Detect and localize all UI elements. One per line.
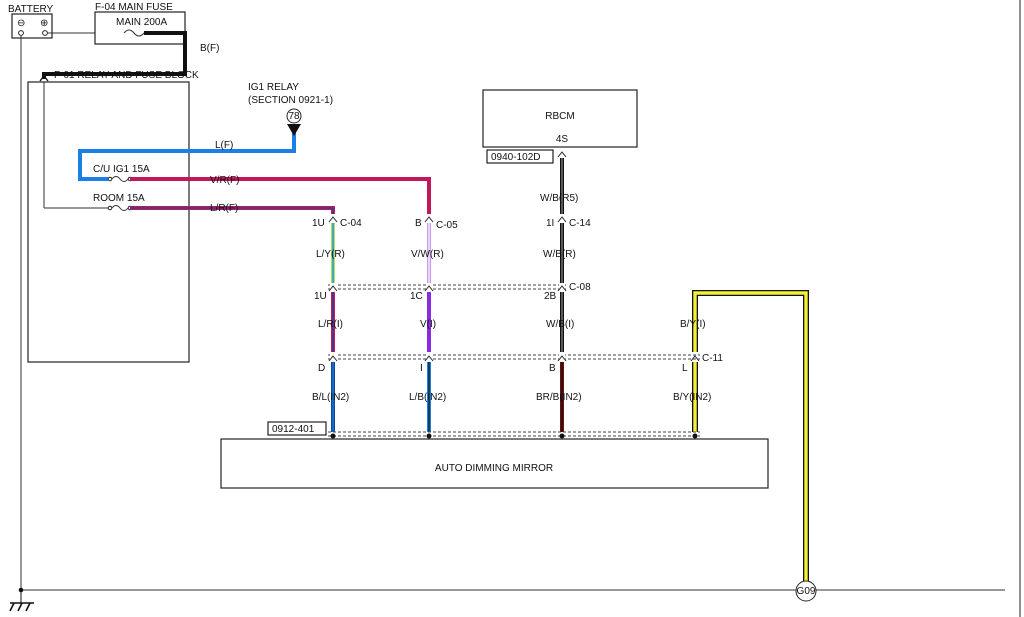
ig1-relay-ref-number: 78 (288, 111, 300, 122)
c08-pin-d-label: 2B (544, 291, 557, 302)
wire-bl-in2-label: B/L(IN2) (312, 392, 349, 403)
rbcm-connector-box (486, 149, 554, 164)
wire-by-yellow (693, 291, 808, 583)
battery-plus-icon: ⊕ (40, 18, 48, 29)
c08-pin-j-label: 1U (314, 291, 327, 302)
wire-by-in2-label: B/Y(IN2) (673, 392, 711, 403)
wire-wb-i-label: W/B(I) (546, 319, 574, 330)
ground-symbol-icon (9, 590, 34, 612)
wire-by-i-label: B/Y(I) (680, 319, 706, 330)
fuse-room-pin-a (107, 205, 113, 211)
main-fuse-fuse-label: MAIN 200A (116, 17, 167, 28)
wire-wb-r5-label: W/B(R5) (540, 193, 578, 204)
main-fuse-fuse-icon (123, 29, 145, 37)
wire-vrf-magenta (130, 177, 431, 218)
fuse-cu-ig1-label: C/U IG1 15A (93, 164, 150, 175)
wire-vrf-label: V/R(F) (210, 175, 239, 186)
wire-by-outer (692, 290, 809, 583)
wire-lrf-label: L/R(F) (210, 203, 238, 214)
c11-pin-d-label: B (549, 363, 556, 374)
c14-connector-label: C-14 (569, 218, 591, 229)
mirror-box (220, 438, 769, 489)
c05-pin-label: B (415, 218, 422, 229)
wire-bf-label: B(F) (200, 43, 219, 54)
rbcm-box (482, 89, 638, 148)
rbcm-connector-label: 0940-102D (491, 152, 540, 163)
battery-label: BATTERY (8, 4, 54, 15)
c08-connector-label: C-08 (569, 282, 591, 293)
c05-connector-label: C-05 (436, 220, 458, 231)
fuse-cu-ig1-pin-a (107, 176, 113, 182)
fuse-cu-ig1-icon (111, 176, 129, 182)
wire-lf-blue (78, 126, 296, 181)
wire-brb-in2-label: BR/B(IN2) (536, 392, 582, 403)
fuse-block-label: F-01 RELAY AND FUSE BLOCK (54, 70, 199, 81)
connector-c11-bar (328, 353, 700, 362)
wire-lr-i-label: L/R(I) (318, 319, 343, 330)
wire-lb-in2-label: L/B(IN2) (409, 392, 446, 403)
wire-v-i-label: V(I) (420, 319, 436, 330)
ground-g09-label: G09 (797, 586, 816, 597)
main-fuse-box (94, 11, 186, 45)
ig1-relay-arrow-icon (287, 124, 301, 136)
ground-g09-badge (795, 580, 817, 602)
fuse-room-icon (111, 205, 129, 211)
c04-pin-label: 1U (312, 218, 325, 229)
battery-terminal-pos (42, 30, 48, 36)
ig1-relay-line2: (SECTION 0921-1) (248, 95, 333, 106)
wire-vw-r-label: V/W(R) (411, 249, 444, 260)
connector-arrows-c04-c05-c14 (328, 151, 567, 223)
c11-pin-f-label: L (682, 363, 688, 374)
ig1-relay-line1: IG1 RELAY (248, 82, 299, 93)
c14-pin-label: 1I (546, 218, 554, 229)
battery-terminal-neg (18, 30, 24, 36)
fuse-block-box (27, 81, 190, 363)
main-fuse-code-label: F-04 MAIN FUSE (95, 2, 173, 13)
c11-pin-b-label: I (420, 363, 423, 374)
fuse-room-label: ROOM 15A (93, 193, 145, 204)
mirror-connector-box (267, 421, 327, 436)
rbcm-label: RBCM (545, 111, 574, 122)
c11-pin-j-label: D (318, 363, 325, 374)
mirror-label: AUTO DIMMING MIRROR (435, 463, 553, 474)
c11-connector-label: C-11 (702, 353, 723, 364)
connector-mirror-bar (328, 431, 700, 439)
rbcm-pin-label: 4S (556, 134, 569, 145)
wire-ly-r-label: L/Y(R) (316, 249, 345, 260)
connector-c08-bar (328, 284, 567, 292)
c08-pin-b-label: 1C (410, 291, 423, 302)
connector-c04-c05-c14-gap (330, 214, 565, 223)
ig1-relay-ref-badge (286, 108, 302, 124)
connector-arrow-block (39, 74, 49, 82)
wire-lf-label: L(F) (215, 140, 233, 151)
c04-connector-label: C-04 (340, 218, 362, 229)
mirror-connector-label: 0912-401 (272, 424, 315, 435)
wire-wb-r-label: W/B(R) (543, 249, 576, 260)
battery-minus-icon: ⊖ (17, 18, 25, 29)
